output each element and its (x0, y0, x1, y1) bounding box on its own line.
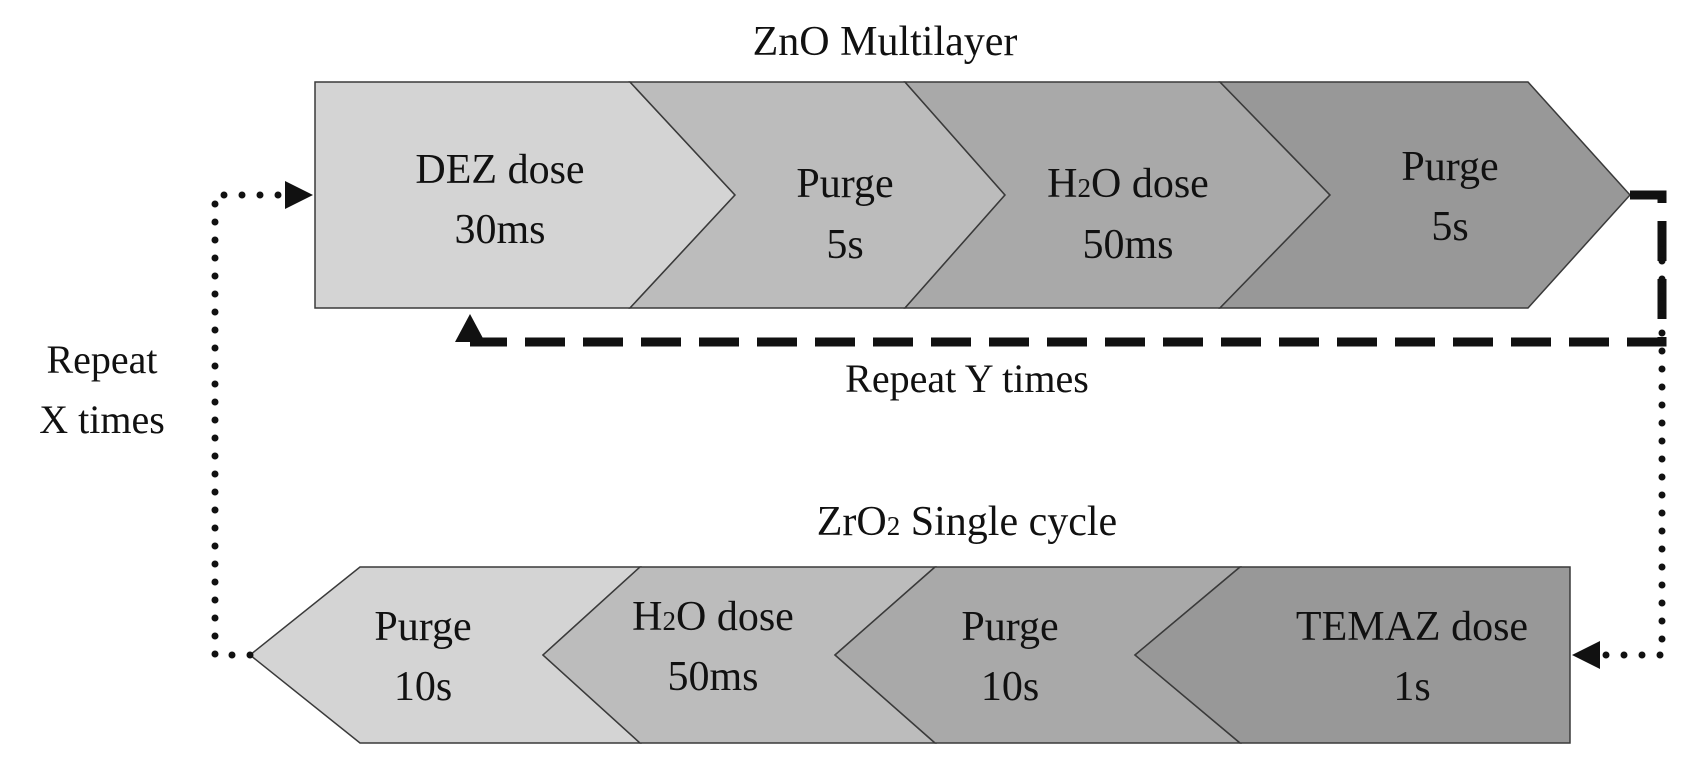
repeat-x-label-line-1: Repeat (46, 337, 157, 382)
repeat-y-arrowhead (455, 314, 485, 342)
zro2-step-2-name: H2O dose (632, 594, 794, 640)
zro2-step-purge-final: Purge 10s (248, 566, 642, 744)
zro2-step-4-time: 1s (1393, 664, 1430, 710)
zno-step-4-shape (1218, 81, 1632, 309)
zro2-single-cycle-title: ZrO2 Single cycle (817, 499, 1117, 545)
zno-to-zro2-dotted-connector (1596, 221, 1666, 659)
zro2-entry-arrowhead (1572, 641, 1600, 669)
repeat-y-dashed-loop (470, 190, 1667, 347)
repeat-x-dotted-loop (211, 191, 289, 659)
zno-step-3-name: H2O dose (1047, 161, 1209, 207)
zro2-step-4-name: TEMAZ dose (1296, 604, 1528, 650)
zno-step-3-time: 50ms (1082, 222, 1173, 268)
zno-step-dez-dose: DEZ dose 30ms (314, 81, 737, 309)
zno-step-h2o-dose: H2O dose 50ms (903, 81, 1332, 309)
zro2-step-2-time: 50ms (667, 654, 758, 700)
zno-step-purge-1: Purge 5s (628, 81, 1007, 309)
zno-step-4-time: 5s (1431, 204, 1468, 250)
zno-step-4-name: Purge (1401, 144, 1498, 190)
zro2-step-h2o-dose: H2O dose 50ms (541, 566, 937, 744)
zro2-step-1-time: 10s (394, 664, 452, 710)
repeat-x-arrowhead (285, 181, 313, 209)
zro2-step-1-name: Purge (374, 604, 471, 650)
zro2-step-temaz-dose: TEMAZ dose 1s (1133, 566, 1571, 744)
repeat-x-label-line-2: X times (39, 397, 165, 442)
zno-step-1-name: DEZ dose (415, 147, 584, 193)
zno-step-2-time: 5s (826, 222, 863, 268)
zno-step-2-name: Purge (796, 161, 893, 207)
zro2-step-3-name: Purge (961, 604, 1058, 650)
zno-multilayer-title: ZnO Multilayer (753, 19, 1018, 65)
zno-step-1-time: 30ms (454, 207, 545, 253)
zro2-step-4-shape (1133, 566, 1571, 744)
zro2-step-3-time: 10s (981, 664, 1039, 710)
repeat-y-label: Repeat Y times (845, 356, 1089, 401)
zno-step-purge-2: Purge 5s (1218, 81, 1632, 309)
